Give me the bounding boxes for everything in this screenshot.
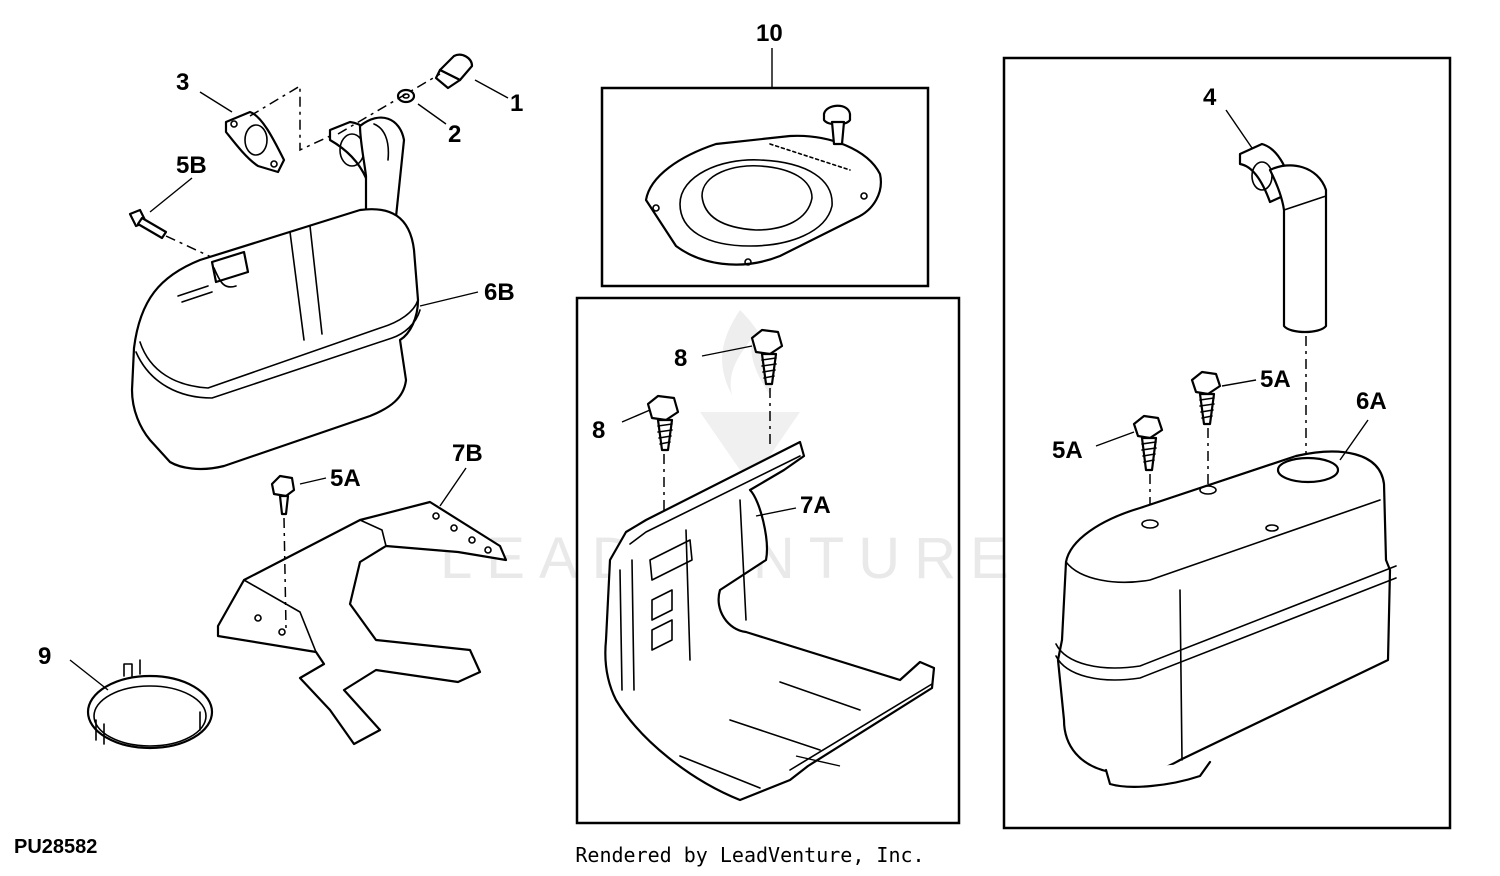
washer-part-2 — [396, 88, 416, 104]
label-part-7a: 7A — [800, 492, 831, 519]
label-part-2: 2 — [448, 121, 461, 148]
credit-line: Rendered by LeadVenture, Inc. — [575, 843, 925, 867]
bracket-part-7b — [216, 500, 508, 746]
label-part-3: 3 — [176, 69, 189, 96]
screw-part-5a-left — [270, 474, 296, 516]
screw-part-5a-right-lower — [1132, 414, 1164, 472]
label-part-6b: 6B — [484, 279, 515, 306]
bolt-part-5b — [128, 208, 168, 240]
heat-shield-part-7a — [604, 440, 936, 802]
box-part-6a — [1002, 56, 1452, 830]
figure-id: PU28582 — [14, 836, 98, 858]
muffler-part-6a — [1055, 450, 1397, 788]
screw-part-8-upper — [750, 328, 784, 386]
box-part-10 — [600, 86, 930, 288]
gasket-part-3 — [224, 110, 286, 174]
label-part-5b: 5B — [176, 152, 207, 179]
box-part-7a — [575, 296, 961, 825]
label-part-4: 4 — [1203, 84, 1217, 111]
elbow-pipe-part-4 — [1238, 142, 1328, 334]
heat-shield-part-10 — [644, 134, 882, 266]
screw-part-5a-right-upper — [1190, 370, 1222, 426]
leader-lines — [69, 79, 1369, 767]
label-part-1: 1 — [510, 90, 523, 117]
bolt-part-1 — [434, 53, 474, 90]
bolt-in-box-10 — [822, 104, 852, 146]
label-part-8-upper: 8 — [674, 345, 687, 372]
clamp-part-9 — [86, 659, 214, 750]
label-part-5a-right-upper: 5A — [1260, 366, 1291, 393]
screw-part-8-lower — [646, 394, 680, 452]
muffler-part-6b — [130, 208, 421, 471]
label-part-6a: 6A — [1356, 388, 1387, 415]
label-part-7b: 7B — [452, 440, 483, 467]
label-part-5a-left: 5A — [330, 465, 361, 492]
label-part-5a-right-lower: 5A — [1052, 437, 1083, 464]
label-part-9: 9 — [38, 643, 51, 670]
label-part-10: 10 — [756, 20, 783, 47]
callout-labels: 1 2 3 5B 6B 5A 7B 9 10 8 8 7A 4 5A 5A 6A — [38, 20, 1387, 670]
label-part-8-lower: 8 — [592, 417, 605, 444]
